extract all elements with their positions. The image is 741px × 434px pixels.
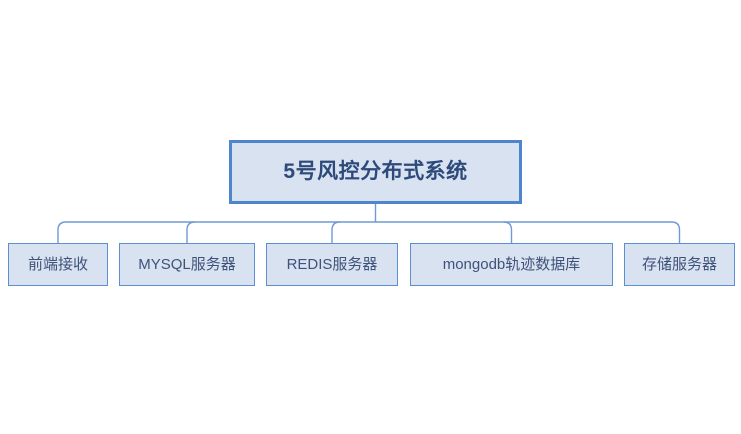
node-mongodb-trajectory-db-label: mongodb轨迹数据库 <box>442 255 581 273</box>
node-mysql-server[interactable]: MYSQL服务器 <box>119 243 255 286</box>
node-mongodb-trajectory-db[interactable]: mongodb轨迹数据库 <box>410 243 613 286</box>
node-redis-server-label: REDIS服务器 <box>286 255 378 273</box>
node-redis-server[interactable]: REDIS服务器 <box>266 243 398 286</box>
node-root[interactable]: 5号风控分布式系统 <box>229 140 522 204</box>
node-mysql-server-label: MYSQL服务器 <box>138 255 236 273</box>
node-storage-server[interactable]: 存储服务器 <box>624 243 735 286</box>
node-root-label: 5号风控分布式系统 <box>283 159 468 183</box>
node-frontend-receive[interactable]: 前端接收 <box>8 243 108 286</box>
node-storage-server-label: 存储服务器 <box>641 255 717 273</box>
node-frontend-receive-label: 前端接收 <box>27 255 88 273</box>
